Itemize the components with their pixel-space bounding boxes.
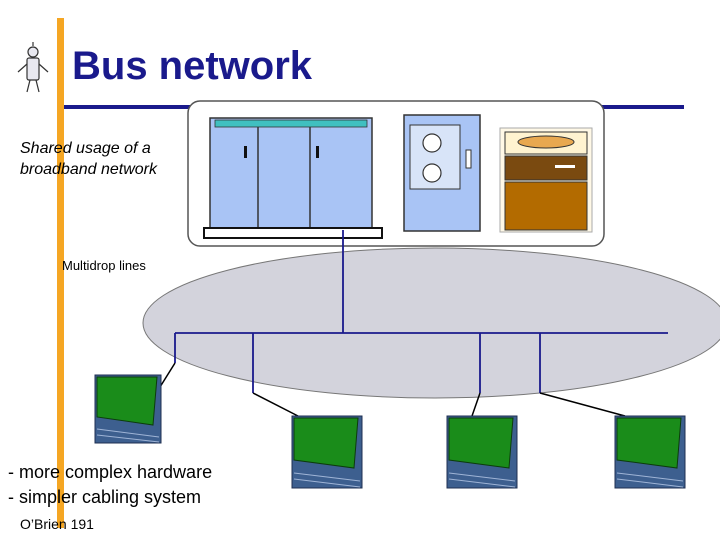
bullet-list: - more complex hardware - simpler cablin…	[8, 460, 212, 510]
terminal-icon	[291, 415, 363, 489]
slide-title: Bus network	[72, 44, 313, 88]
terminal-icon	[94, 374, 162, 444]
printer-icon	[499, 127, 593, 233]
bullet-item: - simpler cabling system	[8, 487, 202, 507]
network-ellipse	[142, 247, 720, 399]
citation: O’Brien 191	[20, 516, 94, 532]
terminal-icon	[446, 415, 518, 489]
left-accent-bar	[57, 18, 64, 528]
shared-usage-label: Shared usage of a broadband network	[20, 138, 190, 180]
disk-drive-icon	[403, 114, 481, 232]
bullet-item: - more complex hardware	[8, 462, 213, 482]
multidrop-lines-label: Multidrop lines	[62, 258, 146, 273]
shared-usage-line2: broadband network	[20, 161, 157, 178]
robot-clipart-icon	[17, 42, 49, 93]
bus-cabling	[174, 230, 668, 393]
terminal-icon	[614, 415, 686, 489]
mainframe-computer-icon	[203, 117, 383, 239]
shared-usage-line1: Shared usage of a	[20, 140, 151, 157]
